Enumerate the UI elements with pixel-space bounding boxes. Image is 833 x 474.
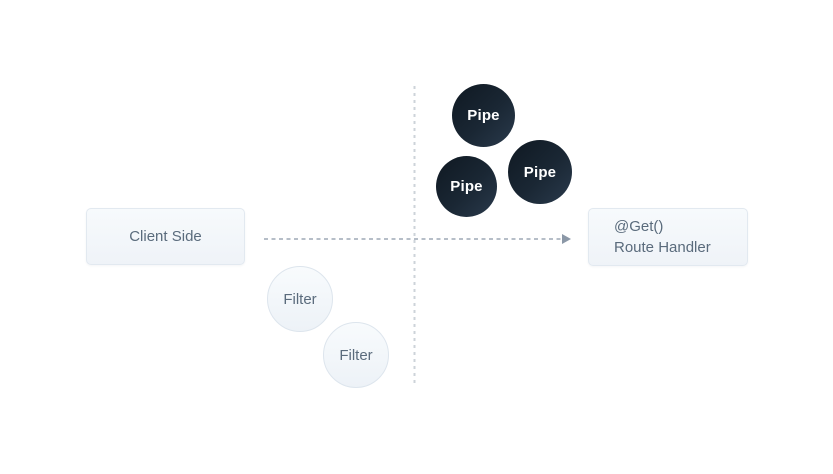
filter-label: Filter xyxy=(339,346,373,364)
pipe-label: Pipe xyxy=(467,107,500,124)
pipe-label: Pipe xyxy=(523,163,557,181)
filter-node-2: Filter xyxy=(323,322,389,388)
route-handler-label: Route Handler xyxy=(614,239,711,256)
pipe-node-3: Pipe xyxy=(508,140,572,204)
pipe-label: Pipe xyxy=(450,178,483,195)
client-side-label: Client Side xyxy=(129,228,202,245)
request-flow-arrowhead-icon xyxy=(562,234,571,244)
route-handler-node: @Get() Route Handler xyxy=(588,208,748,266)
pipe-node-2: Pipe xyxy=(436,156,497,217)
route-decorator-label: @Get() xyxy=(614,218,664,235)
filter-label: Filter xyxy=(283,290,317,308)
pipe-node-1: Pipe xyxy=(452,84,515,147)
client-side-node: Client Side xyxy=(86,208,245,265)
filter-node-1: Filter xyxy=(267,266,333,332)
